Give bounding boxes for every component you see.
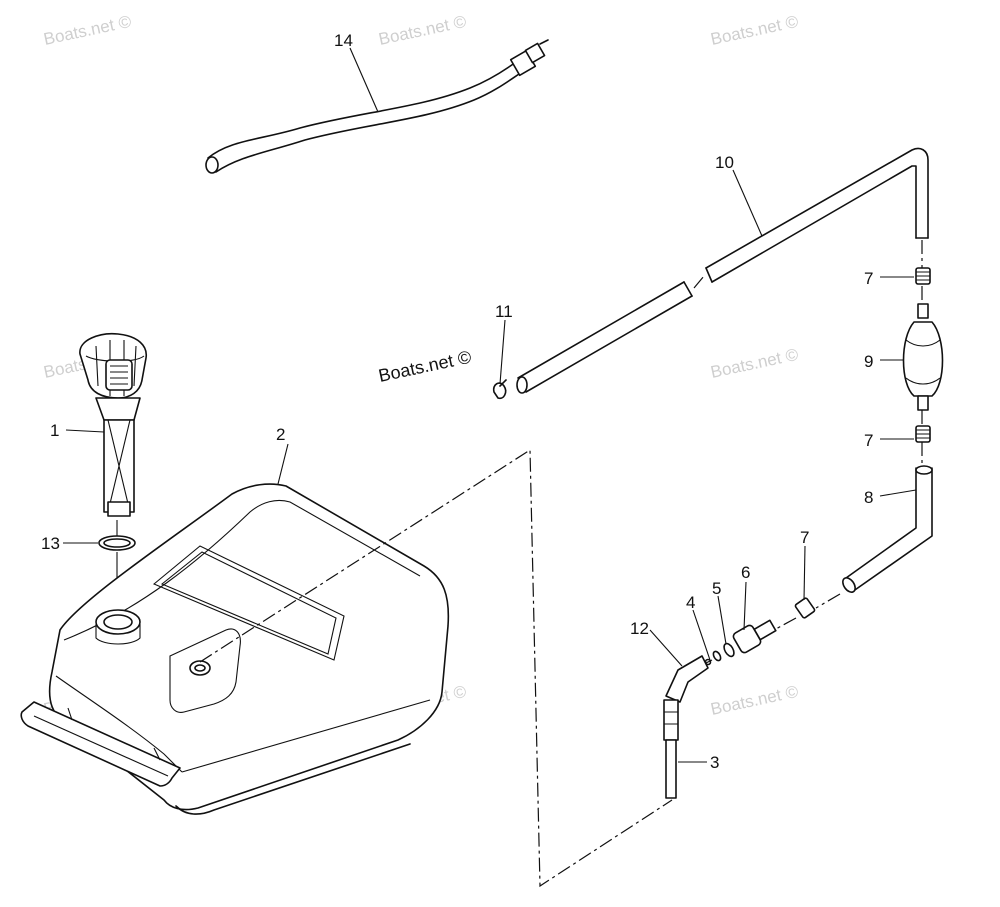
callout-5: 5: [712, 579, 721, 598]
callout-numbers: 1 2 3 4 5 6 7 7 7 8 9 10 11 12 13 14: [41, 31, 873, 772]
callout-6: 6: [741, 563, 750, 582]
part-14-hose: [205, 39, 549, 174]
callout-2: 2: [276, 425, 285, 444]
watermark-text: Boats.net ©: [42, 12, 134, 49]
callout-7-middle: 7: [864, 431, 873, 450]
part-11-clip: [492, 379, 507, 400]
callout-11: 11: [495, 302, 513, 321]
callout-4: 4: [686, 593, 695, 612]
part-10-fuel-pipe: [516, 147, 929, 394]
callout-leaders: [63, 47, 917, 763]
callout-3: 3: [710, 753, 719, 772]
part-3-pickup-tube: [663, 655, 709, 799]
part-9-primer-bulb: [902, 286, 944, 411]
callout-14: 14: [334, 31, 353, 50]
callout-8: 8: [864, 488, 873, 507]
watermark-text: Boats.net ©: [377, 12, 469, 49]
callout-1: 1: [50, 421, 59, 440]
part-2-fuel-tank: [20, 448, 673, 888]
callout-10: 10: [715, 153, 734, 172]
watermark-text: Boats.net ©: [709, 12, 801, 49]
part-7-fitting-top: [915, 240, 931, 285]
brand-label: Boats.net ©: [377, 347, 473, 386]
callout-12: 12: [630, 619, 649, 638]
watermark-text: Boats.net ©: [709, 682, 801, 719]
part-1-filler-cap: [79, 332, 147, 517]
part-6-connector: [732, 617, 797, 654]
watermark-text: Boats.net ©: [709, 345, 801, 382]
callout-7-lower: 7: [800, 528, 809, 547]
part-7-fitting-lower: [794, 593, 841, 619]
part-8-hose: [842, 442, 933, 593]
part-7-fitting-middle: [915, 410, 931, 443]
callout-13: 13: [41, 534, 60, 553]
callout-9: 9: [864, 352, 873, 371]
callout-7-top: 7: [864, 269, 873, 288]
